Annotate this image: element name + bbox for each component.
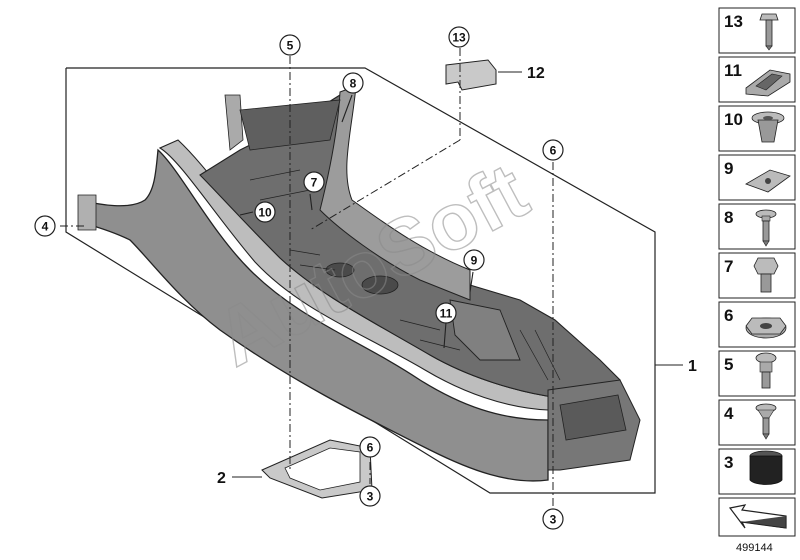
reference-number: 499144 [736,542,773,554]
parts-panel-item-3: 3 [718,448,796,495]
callout-13: 13 [448,26,470,48]
clip-bracket-icon [745,69,791,97]
callout-8: 8 [342,72,364,94]
callout-7: 7 [303,171,325,193]
svg-text:11: 11 [724,61,742,80]
torx-screw-long-icon [755,209,777,247]
svg-text:7: 7 [724,257,733,276]
parts-panel-item-6: 6 [718,301,796,348]
svg-text:3: 3 [550,513,557,527]
svg-text:11: 11 [440,307,453,321]
svg-text:10: 10 [724,110,743,129]
svg-text:4: 4 [42,220,49,234]
svg-text:10: 10 [258,206,272,220]
torx-screw-short-icon [755,352,777,389]
svg-text:3: 3 [724,453,733,472]
svg-text:7: 7 [311,176,318,190]
hex-flange-nut-icon [745,317,787,339]
svg-text:8: 8 [724,208,733,227]
parts-panel-item-4: 4 [718,399,796,446]
parts-panel: 13 11 10 [718,7,796,537]
callout-9: 9 [463,249,485,271]
callout-3-right: 3 [542,508,564,530]
label-1: 1 [688,358,697,375]
spring-nut-icon [745,169,791,193]
callout-4: 4 [34,215,56,237]
callout-6-bottom: 6 [359,436,381,458]
parts-panel-item-11: 11 [718,56,796,103]
svg-text:4: 4 [724,404,734,423]
svg-text:5: 5 [724,355,733,374]
arrow-return-icon [728,504,787,529]
label-2: 2 [217,470,226,487]
parts-panel-item-9: 9 [718,154,796,201]
parts-panel-item-10: 10 [718,105,796,152]
parts-panel-item-8: 8 [718,203,796,250]
parts-panel-item-5: 5 [718,350,796,397]
leader-lines [232,71,683,478]
callout-11: 11 [435,302,457,324]
svg-text:9: 9 [724,159,733,178]
svg-text:9: 9 [471,254,478,268]
callout-6-right: 6 [542,139,564,161]
svg-text:6: 6 [367,441,374,455]
svg-text:3: 3 [367,490,374,504]
callout-3-bottom: 3 [359,485,381,507]
assembly-frame [65,67,656,494]
hex-bolt-short-icon [753,257,779,293]
svg-text:6: 6 [724,306,733,325]
svg-text:8: 8 [350,77,357,91]
callout-5: 5 [279,34,301,56]
callout-10: 10 [254,201,276,223]
parts-panel-item-13: 13 [718,7,796,54]
svg-text:6: 6 [550,144,557,158]
label-12: 12 [527,65,545,82]
expanding-rivet-icon [751,111,785,143]
center-console-illustration [77,85,641,482]
callout-group: 5 13 8 7 10 4 6 9 [34,26,564,530]
svg-text:13: 13 [452,31,466,45]
hex-bolt-long-icon [759,13,779,51]
parts-panel-item-7: 7 [718,252,796,299]
svg-text:13: 13 [724,12,743,31]
assembly-axis-lines [60,48,554,508]
parts-panel-item-arrow [718,497,796,537]
rubber-buffer-icon [749,450,783,485]
upper-bracket-illustration [445,59,497,91]
flat-head-screw-icon [755,403,777,440]
svg-text:5: 5 [287,39,294,53]
lower-bracket-illustration [261,439,373,499]
